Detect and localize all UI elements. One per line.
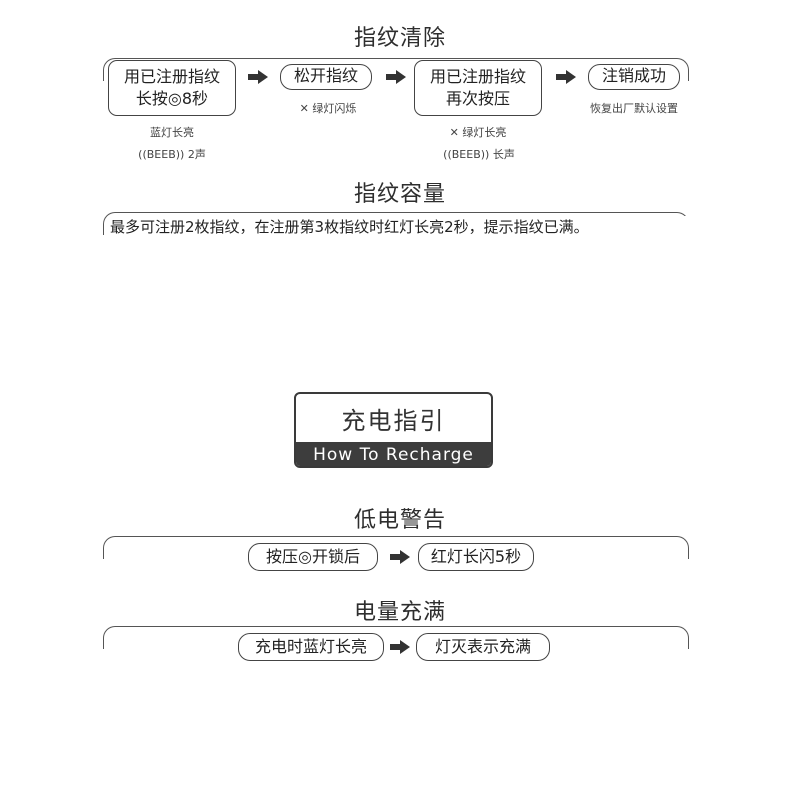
step-pill-low-1: 按压◎开锁后: [248, 543, 378, 571]
recharge-heading-box: 充电指引 How To Recharge: [294, 392, 493, 468]
section-bracket-full: [103, 626, 689, 649]
step-pill-clear-2: 松开指纹: [280, 64, 372, 90]
led-blink-icon: ✕: [449, 126, 463, 139]
section-title-low-battery: 低电警告: [353, 508, 446, 533]
led-blink-icon: ✕: [299, 102, 313, 115]
section-title-clear: 指纹清除: [353, 26, 446, 51]
section-bracket-low-battery: [103, 536, 689, 559]
note-blue-light: 蓝灯长亮: [150, 126, 194, 139]
note-beep-long: ((BEEB)) 长声: [443, 148, 515, 161]
step-box-clear-1: 用已注册指纹 长按◎8秒: [108, 60, 236, 116]
step-text-line: 再次按压: [445, 89, 510, 108]
note-green-on: ✕ 绿灯长亮: [438, 124, 518, 140]
arrow-right-icon: [390, 550, 410, 564]
note-text: 绿灯长亮: [462, 126, 507, 139]
note-green-blink: ✕ 绿灯闪烁: [288, 100, 368, 116]
step-pill-full-1: 充电时蓝灯长亮: [238, 633, 384, 661]
note-factory-reset: 恢复出厂默认设置: [590, 102, 678, 115]
section-title-capacity: 指纹容量: [353, 182, 446, 207]
step-pill-low-2: 红灯长闪5秒: [418, 543, 534, 571]
capacity-text: 最多可注册2枚指纹，在注册第3枚指纹时红灯长亮2秒，提示指纹已满。: [110, 216, 690, 237]
note-text: 绿灯闪烁: [312, 102, 357, 115]
arrow-right-icon: [248, 70, 268, 84]
recharge-title-en: How To Recharge: [296, 442, 491, 466]
note-beep-2: ((BEEB)) 2声: [138, 148, 206, 161]
arrow-right-icon: [556, 70, 576, 84]
step-pill-full-2: 灯灭表示充满: [416, 633, 550, 661]
step-text-line: 长按◎8秒: [135, 89, 209, 108]
step-pill-clear-4: 注销成功: [588, 64, 680, 90]
step-box-clear-3: 用已注册指纹 再次按压: [414, 60, 542, 116]
section-bracket-clear: [103, 58, 689, 81]
arrow-right-icon: [390, 640, 410, 654]
section-title-full: 电量充满: [353, 600, 446, 625]
arrow-right-icon: [386, 70, 406, 84]
step-text-line: 用已注册指纹: [429, 67, 526, 86]
recharge-title-cn: 充电指引: [341, 406, 446, 435]
step-text-line: 用已注册指纹: [123, 67, 220, 86]
